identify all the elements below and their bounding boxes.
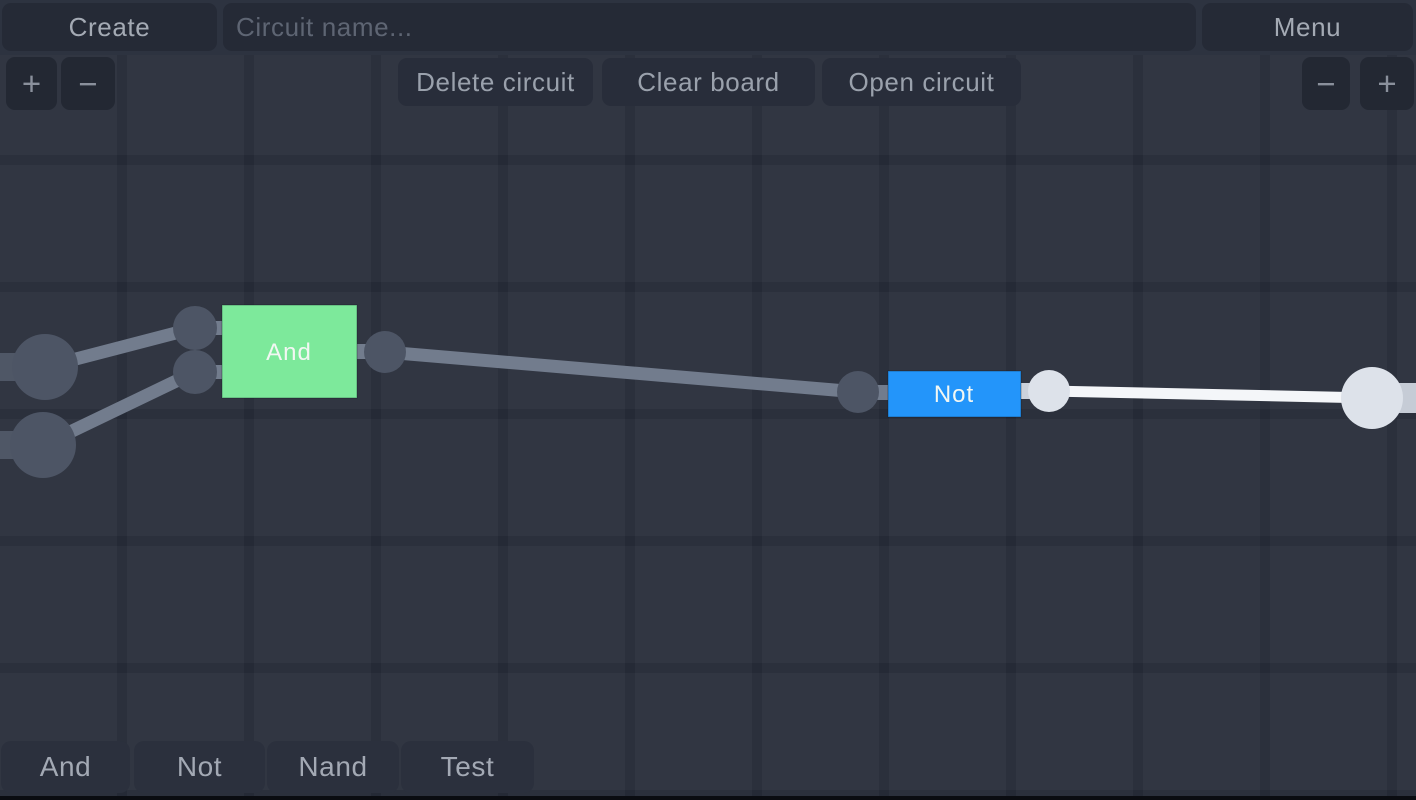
bottom-edge-strip	[0, 796, 1416, 800]
zoom-out-button-left[interactable]: −	[61, 57, 115, 110]
palette-item-and[interactable]: And	[1, 741, 130, 793]
circuit-name-input[interactable]	[223, 3, 1196, 51]
zoom-in-button-left[interactable]: +	[6, 57, 57, 110]
palette-item-nand[interactable]: Nand	[267, 741, 399, 793]
zoom-out-button-right[interactable]: −	[1302, 57, 1350, 110]
clear-board-button[interactable]: Clear board	[602, 58, 815, 106]
wire-and-to-not[interactable]	[384, 345, 859, 399]
palette-item-test[interactable]: Test	[401, 741, 534, 793]
top-bar: Create Menu	[0, 0, 1416, 55]
input-switch-2[interactable]	[10, 412, 76, 478]
open-circuit-button[interactable]: Open circuit	[822, 58, 1021, 106]
and-input-node-2[interactable]	[173, 350, 217, 394]
and-gate[interactable]	[221, 304, 358, 399]
not-input-node[interactable]	[837, 371, 879, 413]
and-output-node[interactable]	[364, 331, 406, 373]
wire-not-to-output[interactable]	[1048, 385, 1373, 404]
and-input-node-1[interactable]	[173, 306, 217, 350]
delete-circuit-button[interactable]: Delete circuit	[398, 58, 593, 106]
not-output-node[interactable]	[1028, 370, 1070, 412]
input-switch-1[interactable]	[12, 334, 78, 400]
menu-button[interactable]: Menu	[1202, 3, 1413, 51]
output-probe[interactable]	[1341, 367, 1403, 429]
not-gate[interactable]	[887, 370, 1022, 418]
create-button[interactable]: Create	[2, 3, 217, 51]
zoom-in-button-right[interactable]: +	[1360, 57, 1414, 110]
palette-item-not[interactable]: Not	[134, 741, 265, 793]
